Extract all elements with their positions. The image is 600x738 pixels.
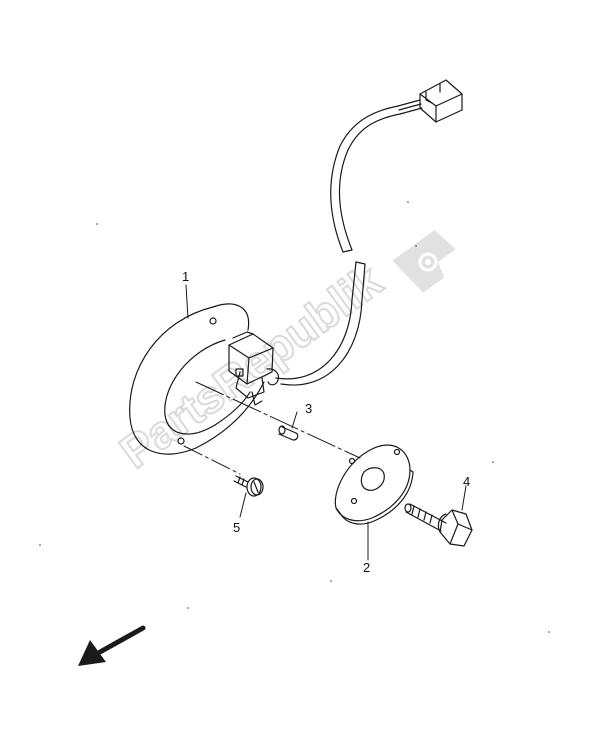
watermark-text: PartsRepublik (110, 254, 391, 478)
callout-4: 4 (463, 474, 471, 489)
part-4-flange-bolt (404, 503, 473, 547)
wiring-harness (275, 99, 423, 386)
part-1-pickup-coil-plate (129, 303, 280, 455)
scan-specks (39, 201, 550, 633)
leader-lines (185, 284, 467, 561)
wire-connector (419, 79, 463, 123)
part-5-screw (233, 475, 264, 497)
assembly-center-line (195, 381, 361, 459)
part-3-dowel-pin (278, 425, 299, 441)
part-2-rotor-plate (334, 444, 414, 525)
callout-2: 2 (363, 560, 371, 575)
watermark: PartsRepublik (109, 230, 456, 479)
callout-5: 5 (233, 520, 241, 535)
watermark-gear-icon (392, 230, 456, 293)
callout-1: 1 (182, 269, 190, 284)
screw-guide-line (183, 445, 241, 475)
front-direction-arrow-icon (78, 625, 146, 666)
callout-3: 3 (305, 401, 313, 416)
